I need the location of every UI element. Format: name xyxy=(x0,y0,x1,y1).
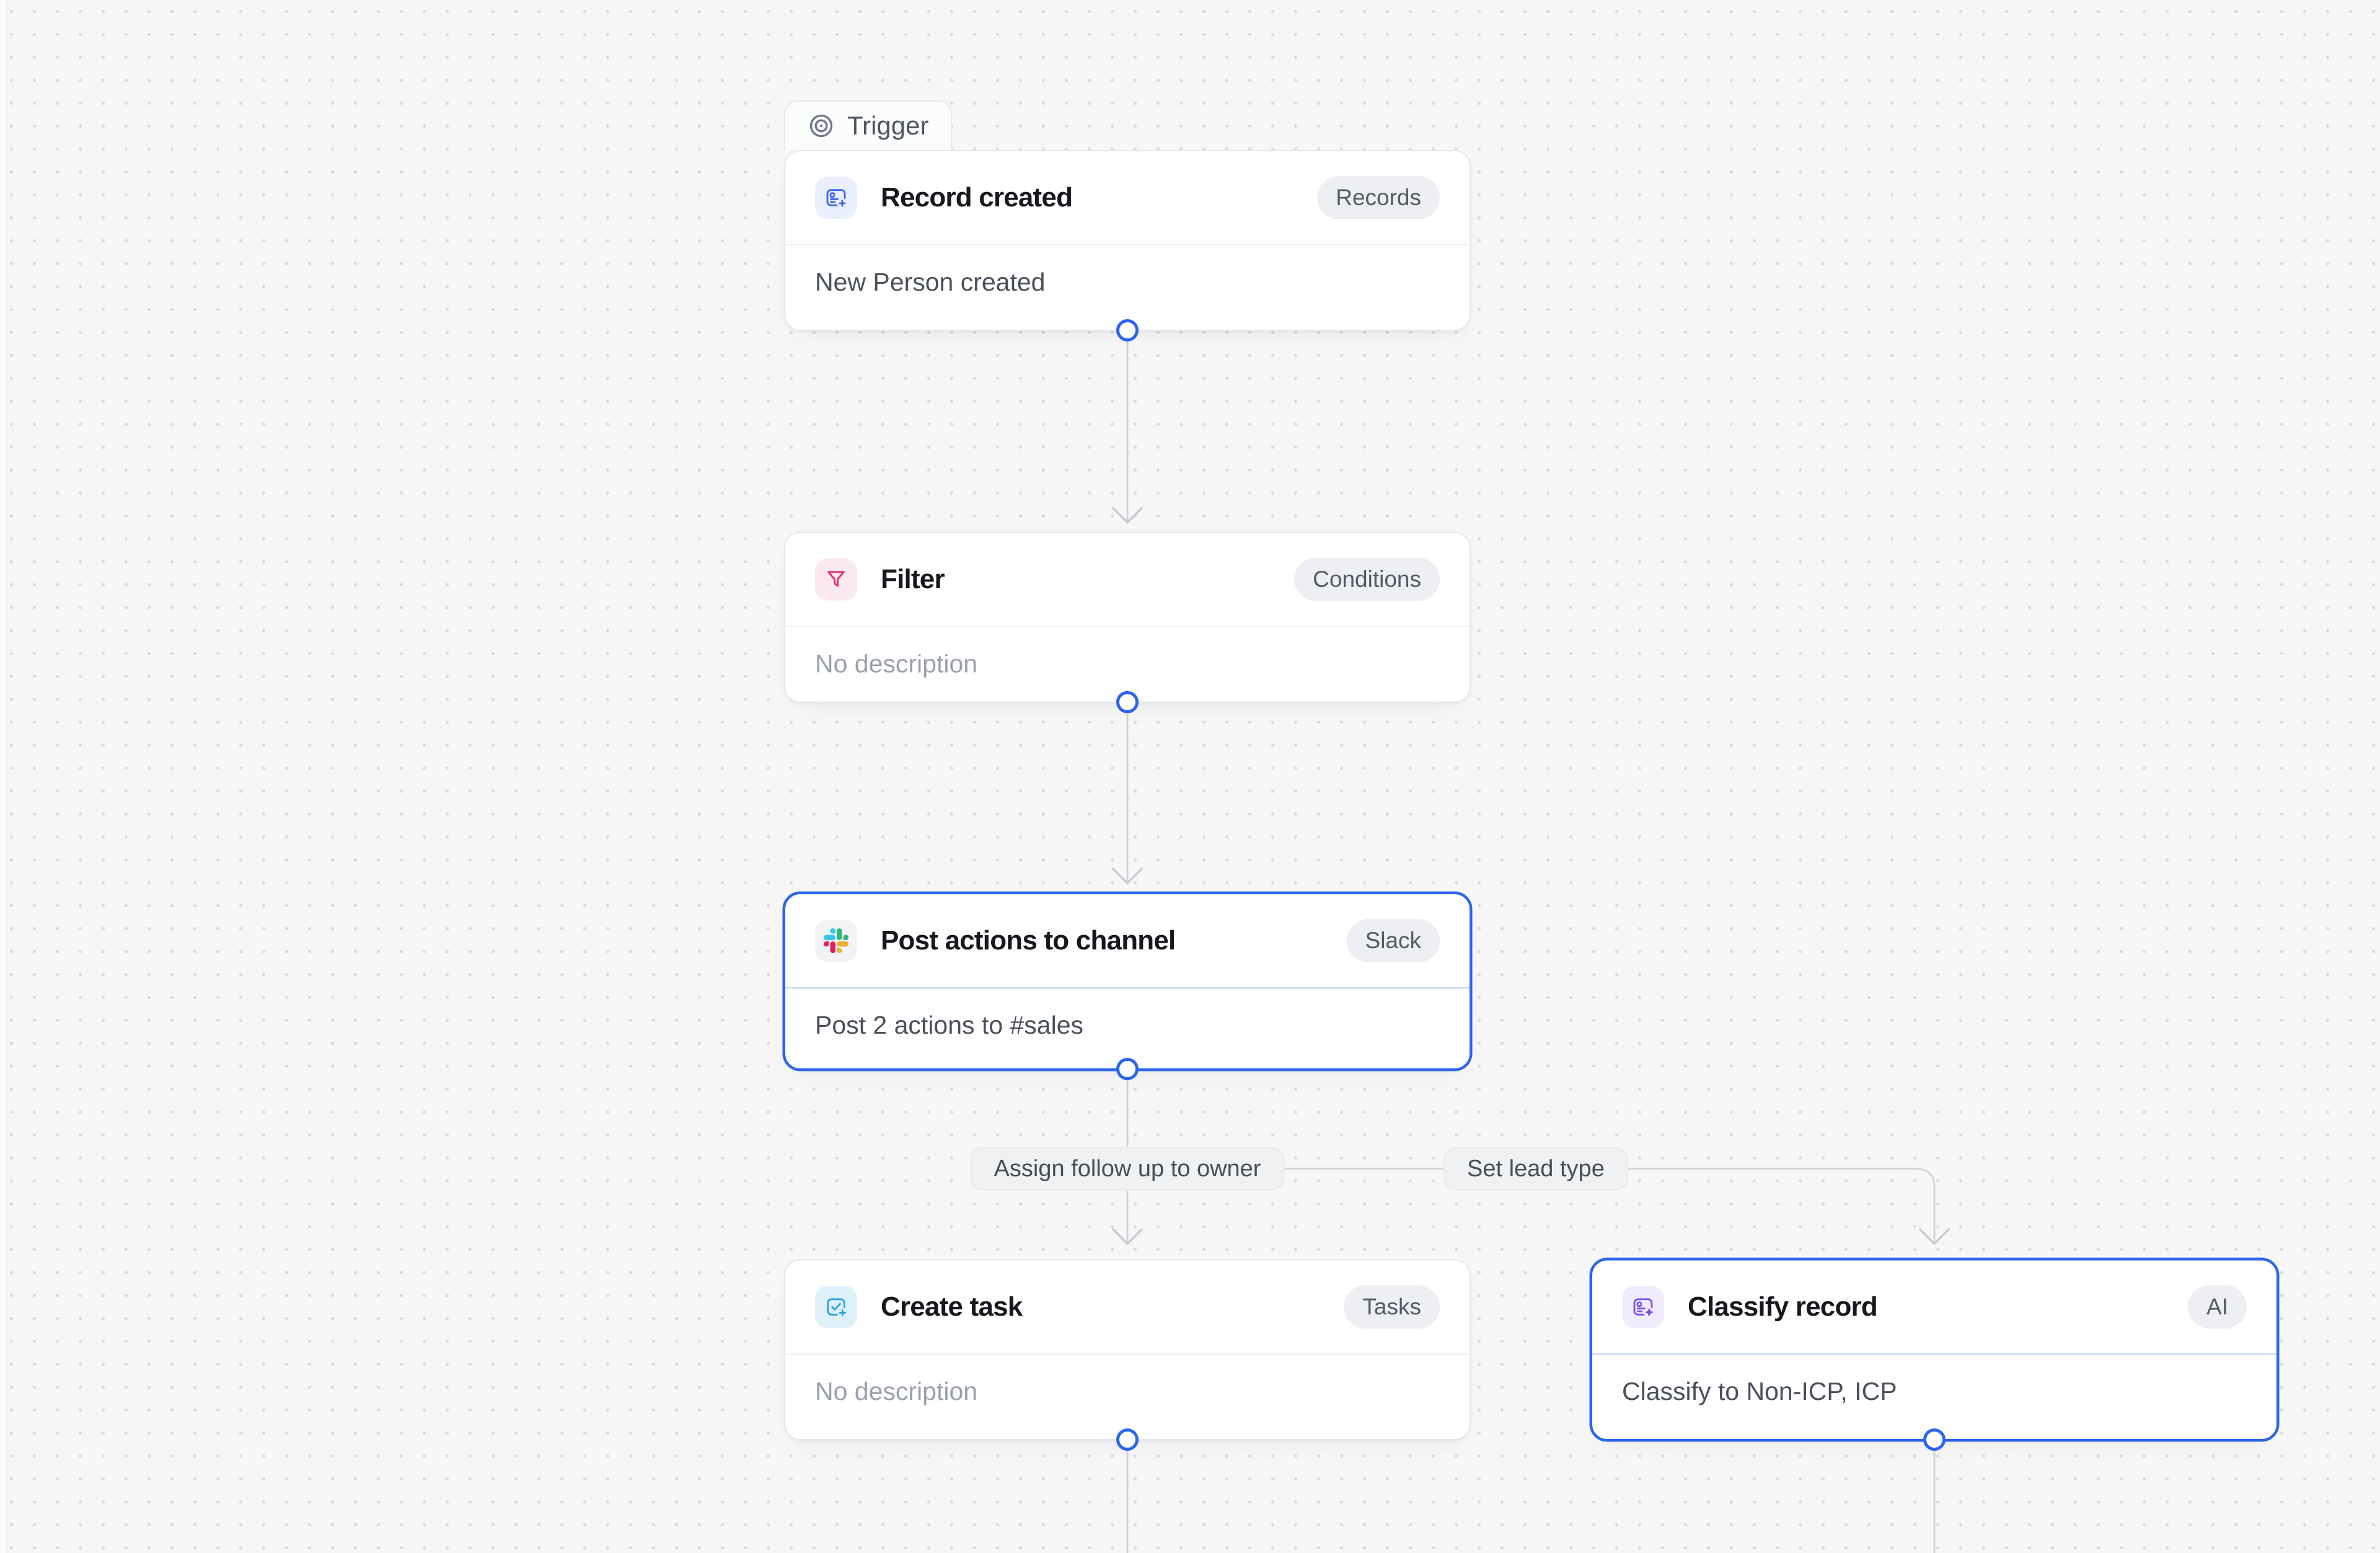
arrowhead-icon xyxy=(1112,507,1143,524)
badge-slack: Slack xyxy=(1346,919,1440,962)
output-port-classify-record[interactable] xyxy=(1923,1428,1946,1451)
output-port-post-actions[interactable] xyxy=(1116,1058,1139,1080)
output-port-filter[interactable] xyxy=(1116,691,1139,713)
trigger-tab[interactable]: Trigger xyxy=(784,100,953,150)
branch-label-set-lead-type[interactable]: Set lead type xyxy=(1443,1147,1628,1190)
badge-conditions: Conditions xyxy=(1294,558,1440,601)
record-ai-icon xyxy=(1622,1286,1664,1328)
node-title: Record created xyxy=(881,182,1073,213)
node-title: Filter xyxy=(881,564,945,594)
arrowhead-icon xyxy=(1112,868,1143,884)
record-add-icon xyxy=(815,177,857,219)
node-divider xyxy=(785,987,1470,988)
badge-ai: AI xyxy=(2188,1285,2247,1329)
filter-funnel-icon xyxy=(815,558,857,601)
node-post-actions-to-channel[interactable]: Post actions to channel Slack Post 2 act… xyxy=(784,893,1471,1070)
branch-label-assign-follow-up-to-owner[interactable]: Assign follow up to owner xyxy=(970,1147,1285,1190)
badge-tasks: Tasks xyxy=(1344,1285,1440,1329)
output-port-record-created[interactable] xyxy=(1116,319,1139,341)
node-description: Post 2 actions to #sales xyxy=(815,1011,1084,1039)
node-description: New Person created xyxy=(815,268,1046,296)
node-title: Create task xyxy=(881,1291,1023,1322)
task-add-icon xyxy=(815,1286,857,1328)
arrowhead-icon xyxy=(1112,1228,1143,1245)
node-filter[interactable]: Filter Conditions No description xyxy=(784,532,1471,703)
node-description: No description xyxy=(815,649,978,678)
node-header: Create task Tasks xyxy=(785,1260,1470,1353)
edge-slack-to-classify xyxy=(1126,1168,1936,1243)
node-divider xyxy=(785,244,1470,245)
trigger-tab-label: Trigger xyxy=(847,111,929,140)
canvas-left-edge xyxy=(0,0,7,1553)
node-header: Record created Records xyxy=(785,151,1470,244)
node-description: No description xyxy=(815,1377,978,1406)
target-icon xyxy=(809,114,833,138)
node-header: Classify record AI xyxy=(1592,1260,2276,1353)
node-title: Post actions to channel xyxy=(881,925,1176,956)
node-create-task[interactable]: Create task Tasks No description xyxy=(784,1259,1471,1440)
output-port-create-task[interactable] xyxy=(1116,1428,1139,1451)
node-classify-record[interactable]: Classify record AI Classify to Non-ICP, … xyxy=(1591,1259,2278,1440)
node-divider xyxy=(785,1353,1470,1355)
node-header: Filter Conditions xyxy=(785,533,1470,626)
badge-records: Records xyxy=(1317,176,1440,219)
node-divider xyxy=(785,626,1470,627)
arrowhead-icon xyxy=(1919,1228,1950,1245)
node-description: Classify to Non-ICP, ICP xyxy=(1622,1377,1897,1406)
node-record-created[interactable]: Record created Records New Person create… xyxy=(784,150,1471,331)
node-header: Post actions to channel Slack xyxy=(785,894,1470,987)
slack-icon xyxy=(815,920,857,962)
node-divider xyxy=(1592,1353,2276,1355)
node-title: Classify record xyxy=(1688,1291,1878,1322)
